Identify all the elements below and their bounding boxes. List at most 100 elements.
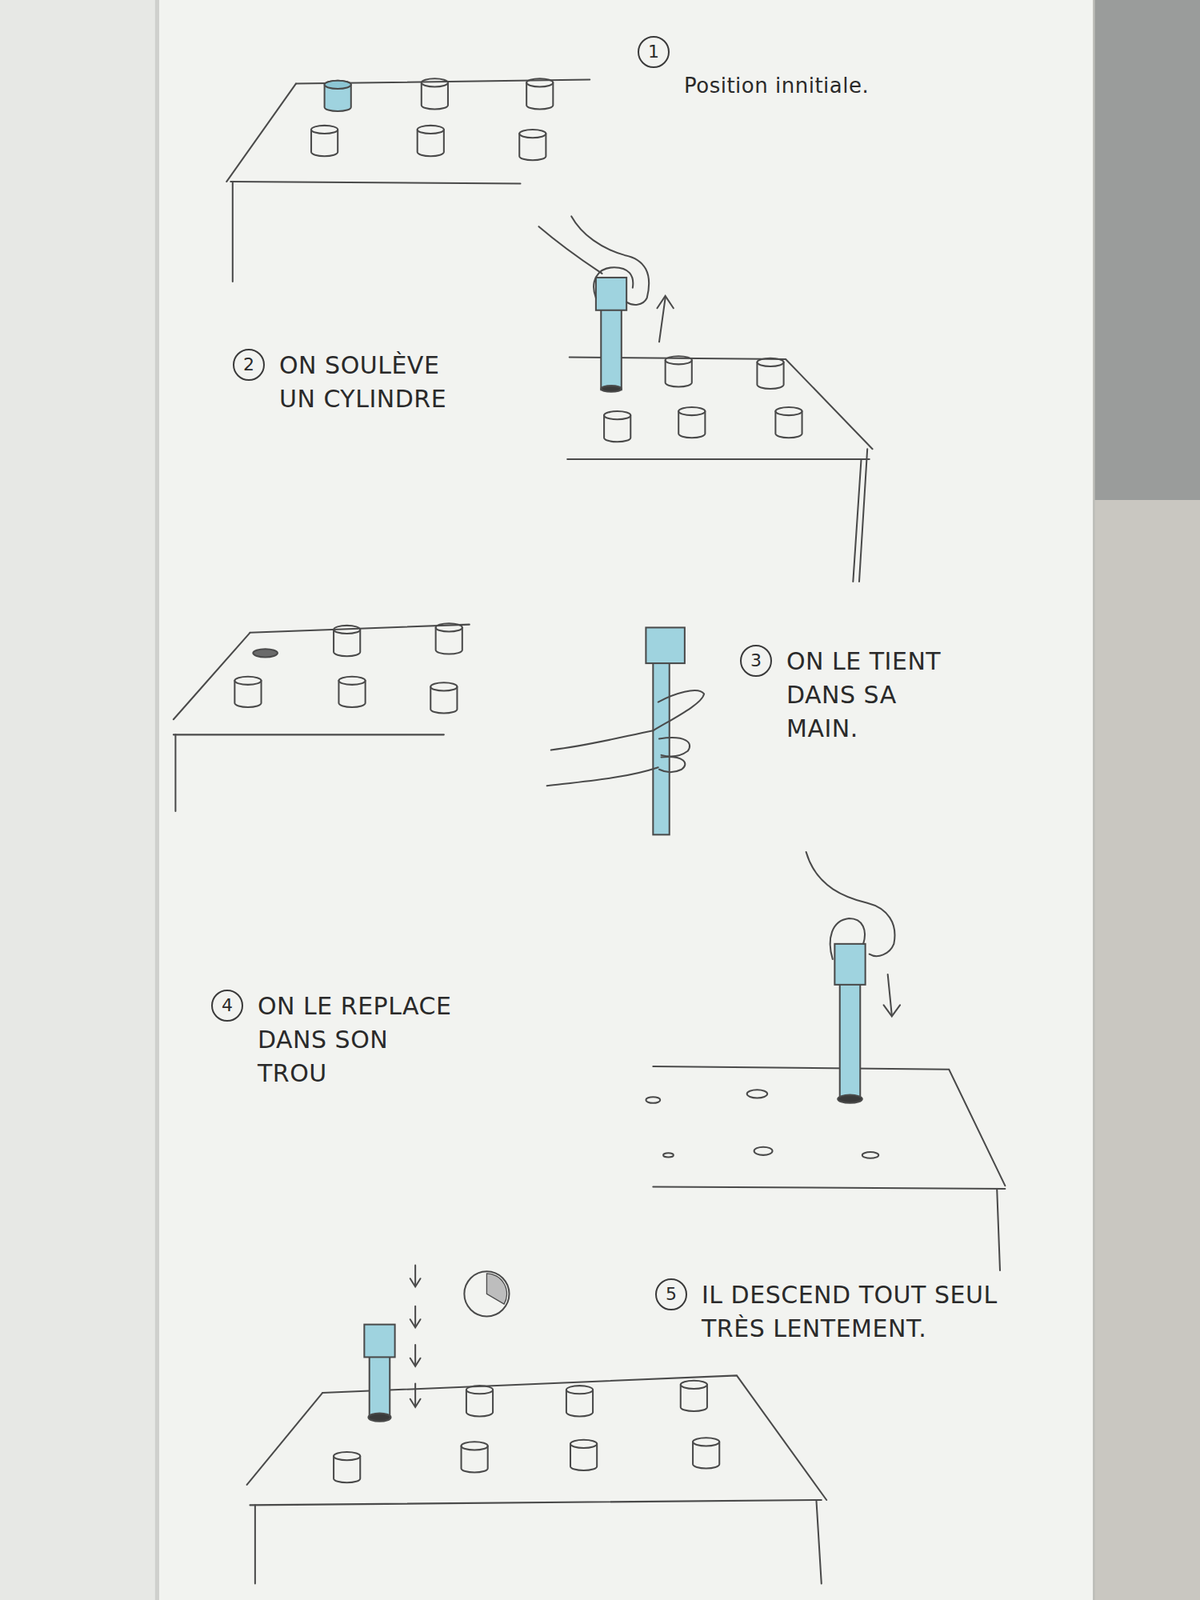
- scene-3-hold: [173, 733, 444, 736]
- scene-5-descend: [816, 1500, 821, 1584]
- scene-5-descend: [414, 1384, 416, 1407]
- scene-5-descend: [461, 1441, 488, 1472]
- scene-2-lift: [571, 216, 649, 304]
- step-node: 4 ON LE REPLACE DANS SON TROU: [211, 989, 454, 1091]
- scene-3-hold: [659, 756, 685, 772]
- scene-5-descend: [466, 1385, 493, 1416]
- scene-3-hold: [430, 682, 457, 713]
- scene-1-table: [421, 78, 448, 109]
- scene-2-lift: [538, 216, 872, 582]
- scene-2-lift: [567, 458, 870, 460]
- scene-4-replace: [834, 944, 865, 985]
- scene-2-lift: [756, 358, 784, 389]
- scene-4-replace: [652, 1066, 1005, 1186]
- scene-5-descend: [680, 1380, 708, 1412]
- scene-1-table: [526, 78, 553, 109]
- scene-4-replace: [996, 1188, 1000, 1271]
- scene-3-hold: [659, 737, 690, 756]
- scene-4-replace: [652, 1186, 1005, 1189]
- scene-5-descend: [410, 1399, 421, 1408]
- scene-2-lift: [538, 226, 602, 274]
- step-node: 1Position innitiale.: [637, 36, 869, 100]
- scene-5-descend: [333, 1452, 360, 1483]
- step-caption: Position innitiale.: [684, 71, 869, 100]
- scene-2-lift: [678, 407, 705, 438]
- scene-3-hold: [333, 625, 360, 656]
- scene-3-hold: [436, 623, 463, 654]
- scene-4-replace: [840, 981, 861, 1100]
- background: [155, 0, 160, 1600]
- scene-3-hold: [252, 648, 278, 657]
- scene-2-lift: [600, 308, 622, 390]
- scene-3-hold: [338, 676, 365, 708]
- callout-number: 1: [637, 36, 670, 68]
- scene-5-descend: [414, 1344, 416, 1366]
- scene-2-lift: [604, 411, 631, 442]
- scene-2-lift: [656, 296, 673, 308]
- step-caption: ON SOULÈVE UN CYLINDRE: [279, 348, 452, 416]
- scene-1-table: [311, 125, 338, 156]
- scene-5-descend: [414, 1265, 416, 1287]
- scene-5-descend: [566, 1385, 593, 1416]
- scene-2-lift: [852, 459, 861, 582]
- scene-2-lift: [775, 407, 802, 438]
- scene-5-descend: [570, 1440, 597, 1471]
- scene-4-replace: [754, 1147, 773, 1156]
- scene-4-replace: [747, 1089, 768, 1098]
- scene-1-table: [519, 129, 546, 160]
- scene-5-descend: [414, 1306, 416, 1328]
- scene-2-lift: [600, 385, 622, 392]
- scene-3-hold: [547, 767, 659, 786]
- background: [1093, 500, 1200, 1600]
- scene-2-lift: [593, 267, 633, 298]
- step-caption: ON LE TIENT DANS SA MAIN.: [786, 644, 967, 746]
- scene-4-replace: [862, 1152, 879, 1159]
- scene-5-descend: [464, 1271, 509, 1316]
- scene-5-descend: [250, 1500, 822, 1505]
- scene-4-replace: [837, 1095, 863, 1104]
- scene-3-hold: [652, 661, 669, 836]
- step-node: 2 ON SOULÈVE UN CYLINDRE: [232, 348, 452, 416]
- step-node: 5 IL DESCEND TOUT SEUL TRÈS LENTEMENT.: [655, 1278, 1006, 1346]
- callout-number: 2: [232, 348, 265, 381]
- scene-5-descend: [692, 1437, 720, 1468]
- scene-1-table: [232, 181, 234, 282]
- scene-5-descend: [254, 1504, 256, 1584]
- scene-5-descend: [368, 1413, 391, 1422]
- scene-3-hold: [173, 623, 704, 835]
- scene-5-descend: [322, 1375, 827, 1500]
- scene-4-replace: [884, 1004, 900, 1016]
- scene-4-replace: [645, 1096, 660, 1104]
- scene-3-hold: [551, 730, 654, 750]
- scene-3-hold: [652, 690, 704, 731]
- callout-number: 5: [655, 1278, 688, 1311]
- scene-1-table: [324, 80, 352, 112]
- step-caption: IL DESCEND TOUT SEUL TRÈS LENTEMENT.: [701, 1278, 1006, 1346]
- scene-5-descend: [410, 1319, 421, 1328]
- scene-4-replace: [663, 1152, 674, 1157]
- scene-3-hold: [234, 676, 261, 708]
- step-caption: ON LE REPLACE DANS SON TROU: [257, 989, 454, 1091]
- scene-5-descend: [369, 1355, 391, 1419]
- scene-5-descend: [410, 1358, 421, 1367]
- scene-3-hold: [645, 627, 684, 664]
- scene-5-descend: [486, 1273, 507, 1304]
- callout-number: 3: [740, 644, 772, 677]
- scene-2-lift: [596, 277, 627, 311]
- callout-number: 4: [211, 989, 244, 1022]
- scene-5-descend: [410, 1278, 421, 1287]
- scene-3-hold: [174, 734, 176, 812]
- scene-5-descend: [247, 1392, 323, 1485]
- background: [1092, 0, 1096, 1600]
- scene-4-replace: [806, 852, 896, 956]
- background: [0, 0, 156, 1600]
- scene-1-table: [226, 78, 590, 282]
- scene-1-table: [230, 181, 520, 184]
- scene-4-replace: [645, 852, 1005, 1271]
- scene-1-table: [417, 125, 444, 156]
- step-node: 3 ON LE TIENT DANS SA MAIN.: [740, 644, 967, 746]
